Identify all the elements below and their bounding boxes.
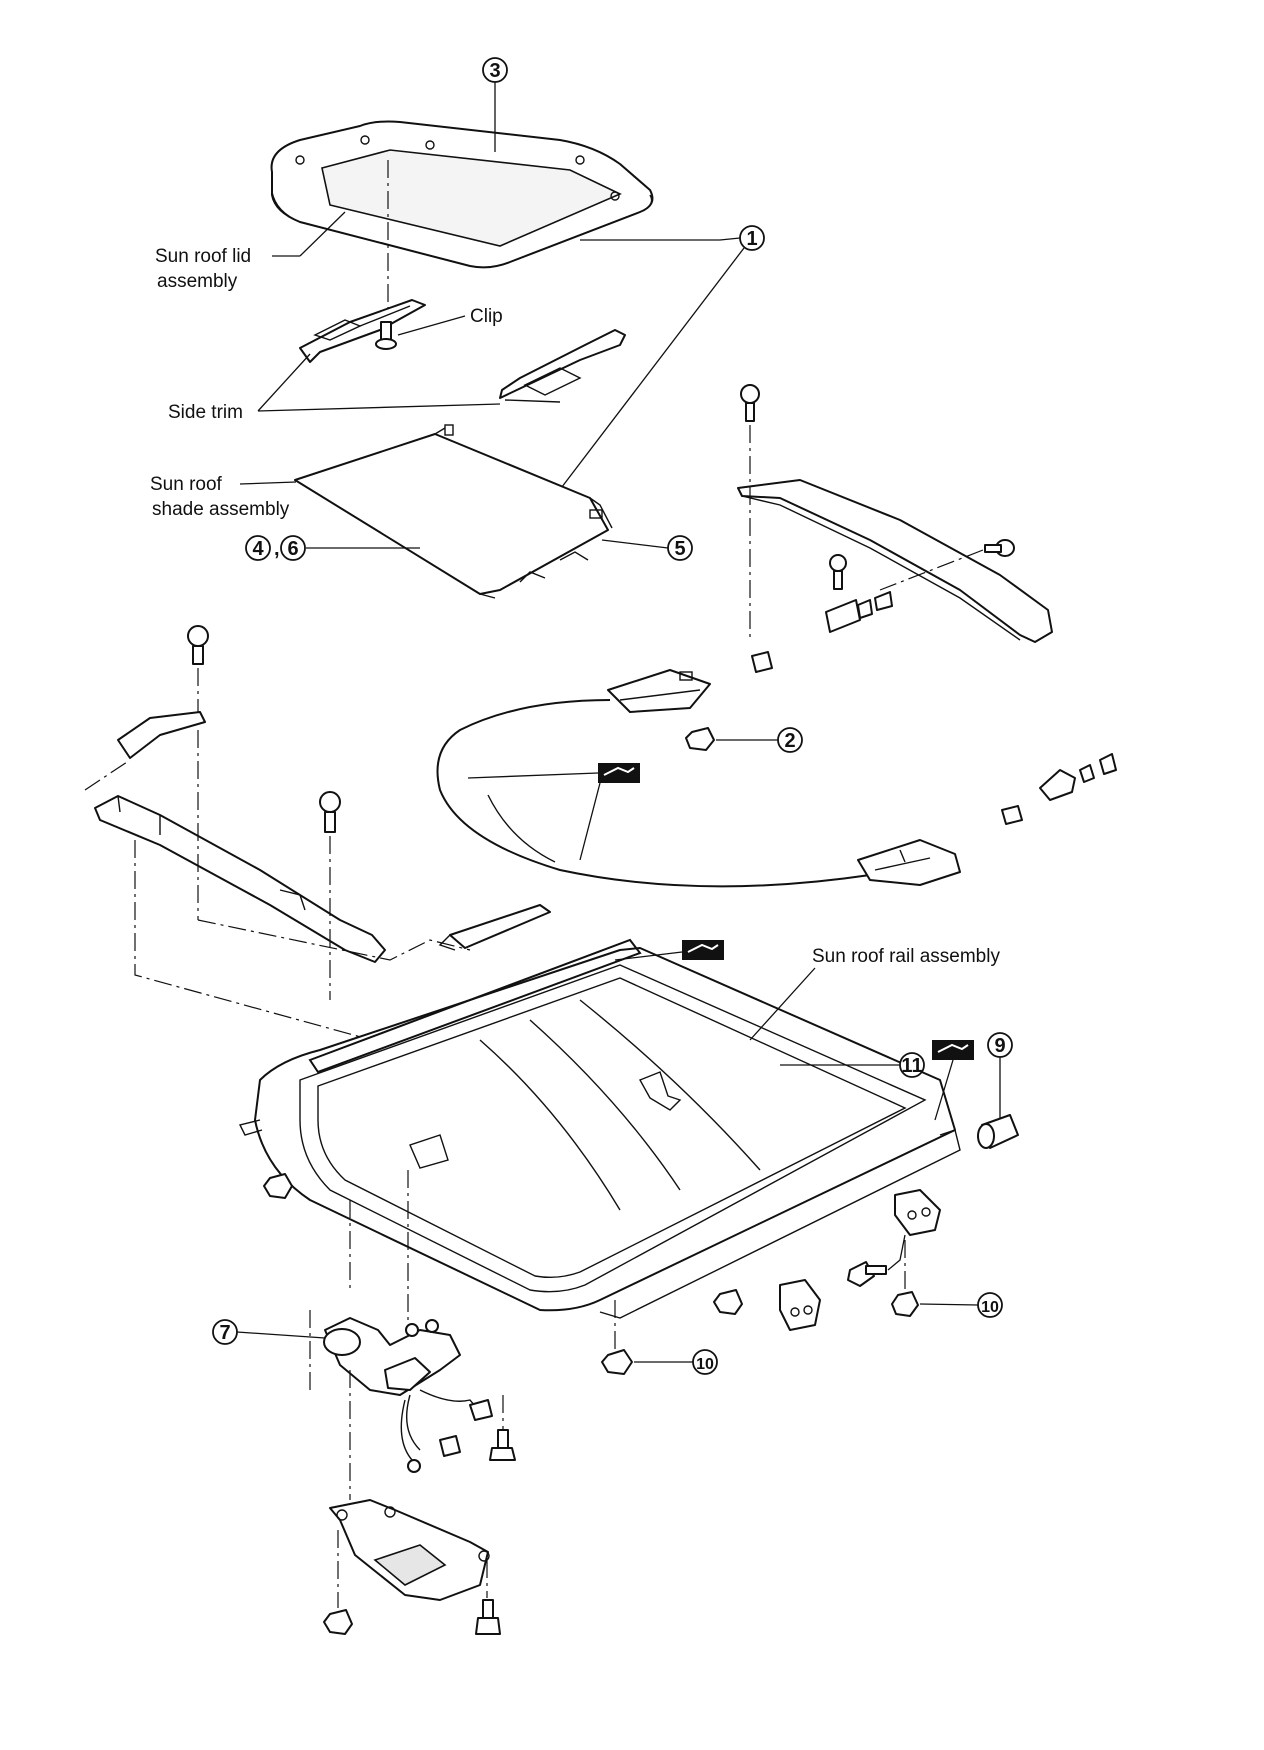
grease-symbol-right: [932, 1040, 974, 1121]
label-sun-roof-rail-assembly: Sun roof rail assembly: [812, 946, 1000, 967]
callout-3: 3: [482, 57, 508, 152]
left-front-bracket: [117, 711, 206, 759]
cable-slider-lower: [857, 839, 961, 886]
callout-7-number: 7: [219, 1322, 230, 1344]
callout-5: 5: [601, 535, 693, 561]
motor-assembly: [323, 1317, 493, 1473]
bolt-motor: [489, 1429, 516, 1461]
svg-text:,: ,: [274, 538, 280, 560]
callout-6-number: 6: [287, 538, 298, 560]
label-sun-roof-shade: Sun roof: [150, 474, 223, 495]
drive-cable: [436, 699, 871, 888]
callout-11: 11: [780, 1052, 925, 1078]
bolt-rail-top: [740, 384, 760, 422]
frame-bracket-right: [894, 1189, 941, 1236]
bolt-rail-right: [984, 539, 1015, 557]
callout-10-right-number: 10: [981, 1299, 999, 1316]
side-trim-left: [299, 299, 426, 363]
grease-symbol-cable: [467, 763, 640, 861]
frame-nut-bottom: [713, 1289, 743, 1315]
right-guide-rail: [737, 479, 1053, 643]
bracket-set-right: [825, 554, 893, 633]
label-clip: Clip: [470, 306, 503, 327]
callout-2-number: 2: [784, 730, 795, 752]
callout-11-number: 11: [901, 1055, 922, 1077]
bolt-left-mid: [319, 791, 341, 833]
callout-4-number: 4: [252, 538, 264, 560]
bolt-left-top: [187, 625, 209, 665]
sunroof-shade-assembly: [294, 424, 613, 599]
callout-9: 9: [987, 1032, 1013, 1120]
small-link: [438, 904, 551, 951]
frame-nut-right: [891, 1291, 919, 1317]
grease-symbol-front: [614, 940, 724, 961]
callout-10-right: 10: [919, 1292, 1003, 1318]
label-sun-roof-shade-line2: shade assembly: [152, 499, 290, 520]
callout-1: 1: [551, 225, 765, 501]
cable-slider-upper: [607, 669, 711, 713]
callout-2: 2: [716, 727, 803, 753]
drain-hose: [977, 1114, 1019, 1149]
small-block: [751, 651, 773, 673]
callout-10-bottom-number: 10: [696, 1356, 714, 1373]
sunroof-lid-assembly: [270, 120, 654, 269]
callout-5-number: 5: [674, 538, 685, 560]
frame-nut-front: [601, 1349, 633, 1375]
callout-4-6: 4 , 6: [245, 535, 420, 561]
callout-9-number: 9: [994, 1035, 1005, 1057]
side-trim-right: [499, 329, 626, 403]
sunroof-rail-assembly: [238, 947, 961, 1319]
callout-7: 7: [212, 1319, 326, 1345]
callout-10-bottom: 10: [634, 1349, 718, 1375]
label-sun-roof-lid: Sun roof lid: [155, 246, 251, 267]
frame-nut-left: [263, 1173, 293, 1199]
label-sun-roof-lid-line2: assembly: [157, 271, 238, 292]
bracket-nut-left: [323, 1609, 353, 1635]
left-rail: [94, 795, 386, 963]
callout-3-number: 3: [489, 60, 500, 82]
label-side-trim: Side trim: [168, 402, 243, 423]
clip: [375, 321, 397, 350]
bracket-set-left: [1001, 753, 1117, 825]
nut-2: [685, 727, 715, 751]
callout-1-number: 1: [746, 228, 757, 250]
frame-bracket-center: [779, 1279, 821, 1331]
bracket-bolt-right: [475, 1599, 501, 1635]
motor-bracket: [329, 1499, 490, 1601]
bolt-bracket-right: [847, 1261, 887, 1287]
